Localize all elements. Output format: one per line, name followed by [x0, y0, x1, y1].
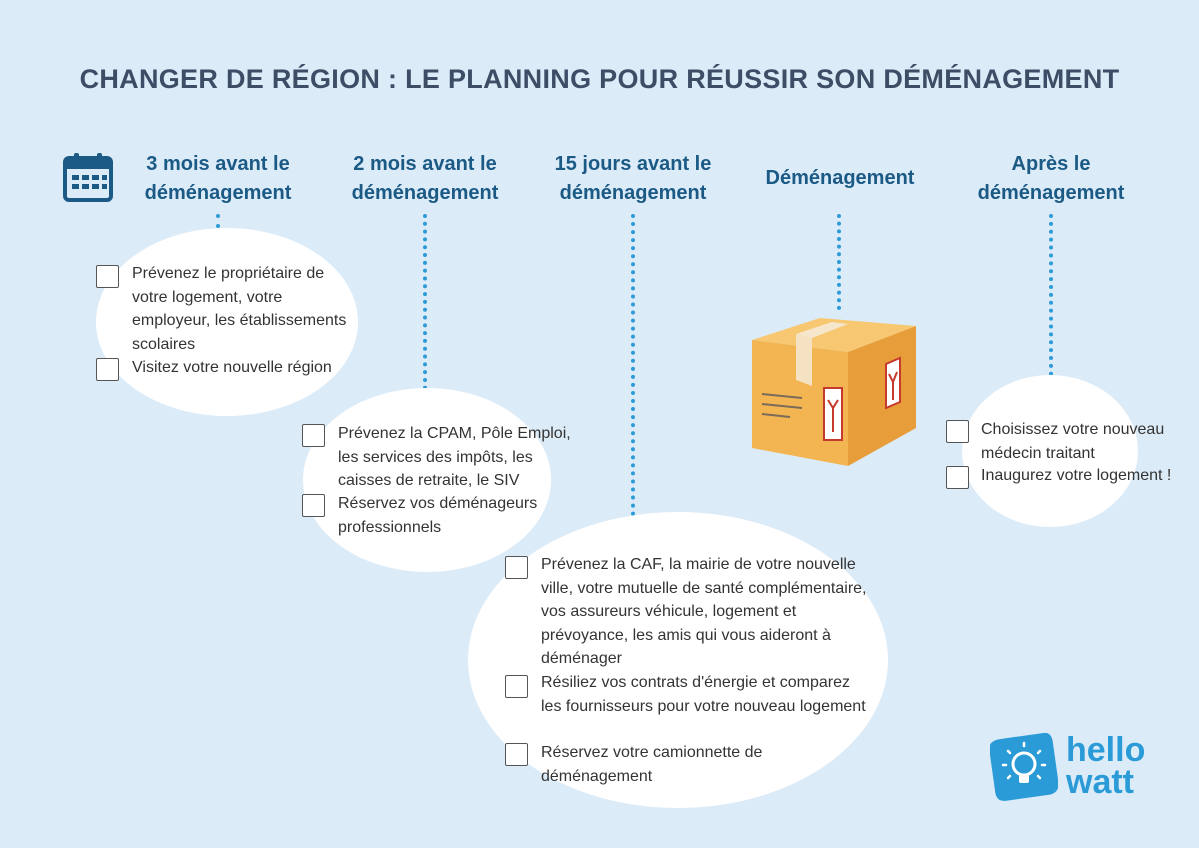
checkbox[interactable]: [946, 466, 969, 489]
checkbox[interactable]: [96, 265, 119, 288]
timeline-connector: [423, 214, 427, 390]
checkbox[interactable]: [505, 743, 528, 766]
brand-logo-text: hello watt: [1066, 731, 1146, 801]
task-bubble-2-months: [303, 388, 551, 572]
checkbox[interactable]: [302, 424, 325, 447]
timeline-connector: [837, 214, 841, 310]
timeline-connector: [631, 214, 635, 516]
checkbox[interactable]: [505, 556, 528, 579]
page-title: CHANGER DE RÉGION : LE PLANNING POUR RÉU…: [79, 64, 1120, 94]
timeline-connector: [1049, 214, 1053, 376]
checkbox[interactable]: [505, 675, 528, 698]
task-bubble-after: [962, 375, 1138, 527]
timeline-connector: [216, 214, 220, 228]
calendar-icon: [63, 153, 113, 202]
checkbox[interactable]: [96, 358, 119, 381]
lightbulb-logo-icon: [990, 732, 1058, 801]
task-bubble-3-months: [96, 228, 358, 416]
column-heading-moving-day: Déménagement: [765, 167, 915, 189]
moving-box-icon: [752, 318, 916, 466]
checkbox[interactable]: [302, 494, 325, 517]
checkbox[interactable]: [946, 420, 969, 443]
task-bubble-15-days: [468, 512, 888, 808]
